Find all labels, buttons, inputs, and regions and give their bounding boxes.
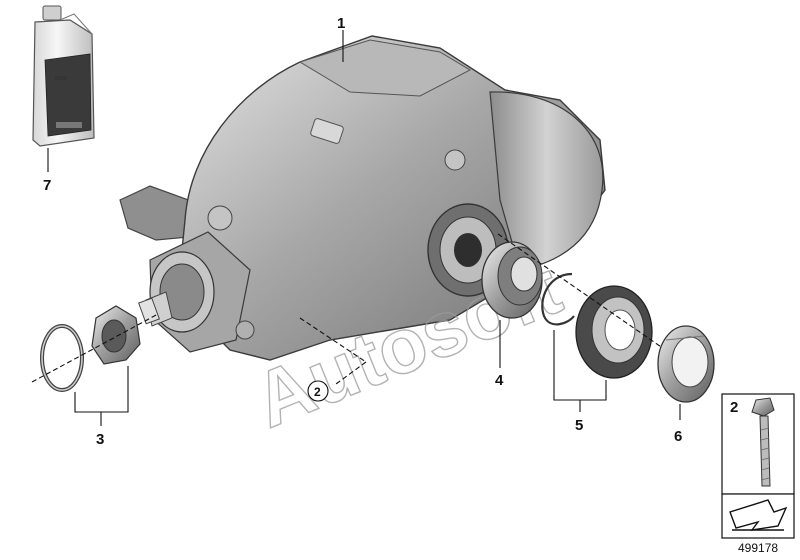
output-axis-line xyxy=(497,233,681,361)
callout-1: 1 xyxy=(337,15,345,32)
figure-number: 499178 xyxy=(738,541,778,555)
protective-cap[interactable] xyxy=(657,325,715,403)
pinion-seal-ring[interactable] xyxy=(40,324,84,392)
leader-bracket-3 xyxy=(74,366,129,413)
shaft-seal[interactable] xyxy=(575,285,653,379)
tapered-roller-bearing[interactable] xyxy=(481,241,543,319)
bottle-brand-label: BMW xyxy=(55,76,68,82)
callout-3: 3 xyxy=(96,431,104,448)
replacement-arrow-icon xyxy=(729,499,788,531)
legend-box: 2 xyxy=(721,393,795,539)
circled-callout-2-label: 2 xyxy=(314,385,321,399)
circled-callout-2 xyxy=(307,380,329,402)
bolt-icon xyxy=(751,397,775,487)
oil-bottle[interactable]: BMW xyxy=(32,5,95,147)
callout-4: 4 xyxy=(495,372,504,389)
callout-5: 5 xyxy=(575,417,583,434)
callout-6: 6 xyxy=(674,428,682,445)
legend-number: 2 xyxy=(730,399,738,416)
pinion-nut[interactable] xyxy=(91,305,141,365)
bolt-pointer-line xyxy=(299,317,367,363)
callout-7: 7 xyxy=(43,177,51,194)
circlip[interactable] xyxy=(541,272,575,326)
